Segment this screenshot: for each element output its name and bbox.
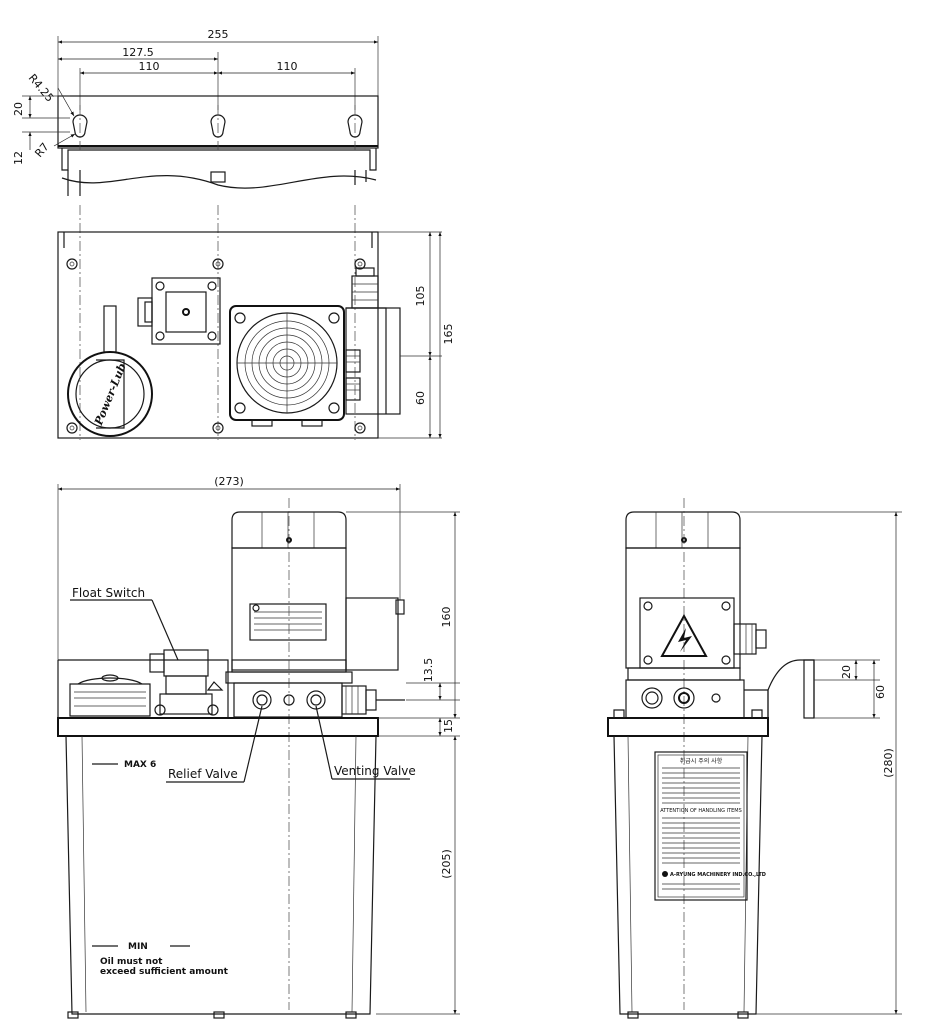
dim-overall-width-front: (273) <box>214 475 244 488</box>
dim-motor-height: 160 <box>440 607 453 628</box>
terminal-box-front <box>345 597 405 671</box>
venting-valve-label: Venting Valve <box>334 764 416 778</box>
float-switch-assembly <box>149 649 224 716</box>
terminal-box <box>345 267 401 415</box>
max-level-label: MAX 6 <box>124 760 156 770</box>
dim-block-height: 13.5 <box>422 658 435 683</box>
top-view: 255 127.5 110 110 R4. <box>12 28 379 196</box>
dim-center-offset: 127.5 <box>122 46 154 59</box>
dim-spacing-left: 110 <box>139 60 160 73</box>
oil-note-line2: exceed sufficient amount <box>100 967 229 977</box>
attention-label-plate: 취급시 주의 사항 ATTENTION OF HANDLING ITEMS A-… <box>654 751 766 901</box>
float-switch-label: Float Switch <box>72 586 145 600</box>
dim-tab-height: 60 <box>874 685 887 699</box>
keyhole-slot-right <box>347 105 363 150</box>
label-english-title: ATTENTION OF HANDLING ITEMS <box>660 808 742 814</box>
high-voltage-warning-icon <box>660 613 708 657</box>
filler-cap-front <box>69 674 151 717</box>
dim-overall-width: 255 <box>208 28 229 41</box>
plan-view: Power-Lub <box>57 231 455 439</box>
dim-overall-height: (280) <box>882 748 895 778</box>
relief-valve-label: Relief Valve <box>168 767 238 781</box>
float-switch-connector <box>137 277 221 345</box>
keyhole-slot-center <box>210 105 226 150</box>
front-view: (273) <box>57 475 460 1019</box>
dim-upper-height: 105 <box>414 286 427 307</box>
dim-radius-small: R7 <box>32 140 51 160</box>
label-company: A-RYUNG MACHINERY IND.CO.,LTD <box>670 872 766 878</box>
dim-tab-upper: 20 <box>840 665 853 679</box>
dim-vertical-upper: 20 <box>12 102 25 116</box>
dim-vertical-lower: 12 <box>12 151 25 165</box>
manifold-side <box>625 667 769 719</box>
keyhole-slot-left <box>72 105 88 150</box>
bolt-holes <box>66 258 366 434</box>
dim-plate-height: 15 <box>442 719 455 733</box>
min-level-label: MIN <box>128 942 148 952</box>
dim-tank-height: (205) <box>440 849 453 879</box>
oil-tank: MAX 6 MIN Oil must not exceed sufficient… <box>65 735 377 1019</box>
dim-spacing-right: 110 <box>277 60 298 73</box>
company-logo-icon <box>662 871 668 877</box>
dim-total-height: 165 <box>442 324 455 345</box>
brand-text: Power-Lub <box>92 361 129 428</box>
dim-lower-height: 60 <box>414 391 427 405</box>
motor-fan-cover <box>229 305 345 427</box>
oil-note-line1: Oil must not <box>100 957 163 967</box>
label-korean-title: 취급시 주의 사항 <box>680 757 723 765</box>
side-mounting-tab <box>767 659 815 719</box>
terminal-box-side <box>639 597 767 669</box>
valve-block <box>225 671 405 718</box>
side-view: 취급시 주의 사항 ATTENTION OF HANDLING ITEMS A-… <box>607 498 902 1019</box>
